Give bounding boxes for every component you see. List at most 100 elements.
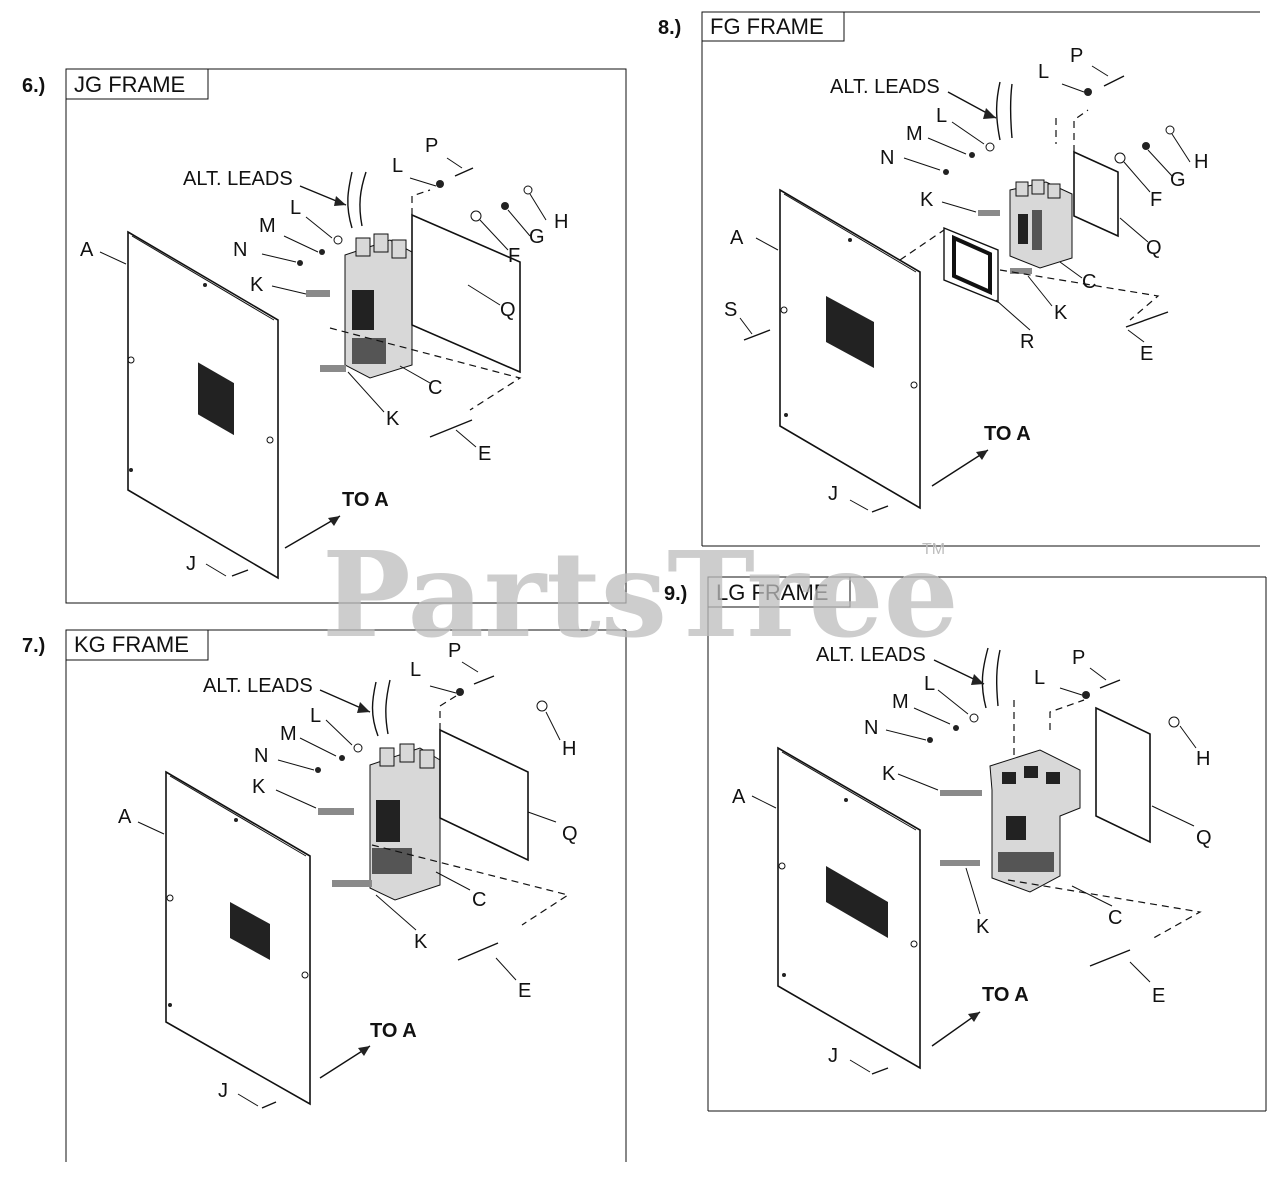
screw-j: [871, 505, 889, 513]
screw-j: [231, 569, 249, 577]
callout-h: H: [1194, 151, 1208, 173]
callout-l-lead: L: [310, 705, 321, 727]
callout-f: F: [508, 245, 520, 267]
callout-p: P: [1072, 647, 1085, 669]
callout-m: M: [892, 691, 909, 713]
callout-k-bottom: K: [976, 916, 990, 938]
screw-e: [1125, 311, 1169, 328]
back-plate: [411, 213, 521, 374]
callout-a: A: [732, 786, 746, 808]
callout-s: S: [724, 299, 737, 321]
panel-title: LG FRAME: [716, 580, 828, 605]
callout-l-lead: L: [290, 197, 301, 219]
to-a-arrow: [931, 449, 989, 487]
cover-cutout: [826, 296, 874, 368]
screw-e: [457, 942, 499, 961]
panel-title: KG FRAME: [74, 632, 189, 657]
callout-p: P: [425, 135, 438, 157]
title-box: [701, 11, 845, 42]
title-box: [707, 576, 851, 608]
back-plate: [1073, 150, 1119, 238]
callout-h: H: [554, 211, 568, 233]
circuit-breaker: [989, 749, 1081, 893]
callout-p: P: [448, 640, 461, 662]
callout-j: J: [828, 483, 838, 505]
panel-title: FG FRAME: [710, 14, 824, 39]
callout-a: A: [730, 227, 744, 249]
screw-s: [743, 329, 771, 341]
callout-h: H: [562, 738, 576, 760]
alt-leads: [981, 647, 1001, 709]
alt-leads: [995, 81, 1013, 141]
panel-border: [65, 68, 627, 604]
callout-r: R: [1020, 331, 1034, 353]
panel-jg-frame: 6.) JG FRAME: [22, 68, 627, 604]
panel-lg-frame: 9.) LG FRAME: [664, 576, 1267, 1112]
callout-alt-leads: ALT. LEADS: [203, 675, 313, 697]
panel-kg-frame: 7.) KG FRAME ALT.: [22, 629, 627, 1162]
callout-a: A: [118, 806, 132, 828]
panel-number: 9.): [664, 583, 687, 605]
watermark-logo: PartsTree: [322, 525, 959, 664]
callout-l-plate: L: [1038, 61, 1049, 83]
screw-j: [871, 1067, 889, 1075]
callout-alt-leads: ALT. LEADS: [830, 76, 940, 98]
callout-h: H: [1196, 748, 1210, 770]
circuit-breaker: [1009, 179, 1073, 269]
back-plate: [439, 728, 529, 862]
callout-q: Q: [1196, 827, 1212, 849]
circuit-breaker: [344, 233, 413, 379]
callout-n: N: [254, 745, 268, 767]
callout-l-plate: L: [1034, 667, 1045, 689]
callout-alt-leads: ALT. LEADS: [183, 168, 293, 190]
callout-k-top: K: [250, 274, 264, 296]
callout-j: J: [218, 1080, 228, 1102]
callout-q: Q: [1146, 237, 1162, 259]
callout-n: N: [233, 239, 247, 261]
callout-to-a: TO A: [342, 489, 389, 511]
callout-j: J: [828, 1045, 838, 1067]
callout-a: A: [80, 239, 94, 261]
callout-q: Q: [562, 823, 578, 845]
callout-m: M: [259, 215, 276, 237]
screw-e: [429, 419, 473, 438]
callout-q: Q: [500, 299, 516, 321]
callout-k-top: K: [920, 189, 934, 211]
back-plate: [1095, 706, 1151, 844]
callout-m: M: [280, 723, 297, 745]
title-box: [65, 629, 209, 661]
cover-cutout: [198, 362, 234, 436]
callout-l-plate: L: [392, 155, 403, 177]
screw-e: [1089, 949, 1131, 967]
callout-n: N: [880, 147, 894, 169]
callout-e: E: [1152, 985, 1165, 1007]
callout-c: C: [428, 377, 442, 399]
panel-number: 8.): [658, 17, 681, 39]
callout-p: P: [1070, 45, 1083, 67]
callout-e: E: [518, 980, 531, 1002]
callout-k-bottom: K: [386, 408, 400, 430]
callout-c: C: [1082, 271, 1096, 293]
panel-title: JG FRAME: [74, 72, 185, 97]
title-box: [65, 68, 209, 100]
callout-c: C: [472, 889, 486, 911]
callout-j: J: [186, 553, 196, 575]
alt-leads: [347, 171, 367, 229]
cover-cutout: [230, 902, 270, 960]
callout-to-a: TO A: [984, 423, 1031, 445]
callout-c: C: [1108, 907, 1122, 929]
callout-to-a: TO A: [982, 984, 1029, 1006]
alt-leads: [371, 679, 391, 737]
callout-l-lead: L: [936, 105, 947, 127]
callout-k-top: K: [882, 763, 896, 785]
callout-l-plate: L: [410, 659, 421, 681]
callout-g: G: [1170, 169, 1186, 191]
watermark-trademark: TM: [922, 541, 945, 558]
callout-e: E: [1140, 343, 1153, 365]
callout-k-bottom: K: [414, 931, 428, 953]
callout-n: N: [864, 717, 878, 739]
callout-f: F: [1150, 189, 1162, 211]
callout-alt-leads: ALT. LEADS: [816, 644, 926, 666]
cover-cutout: [826, 866, 888, 938]
